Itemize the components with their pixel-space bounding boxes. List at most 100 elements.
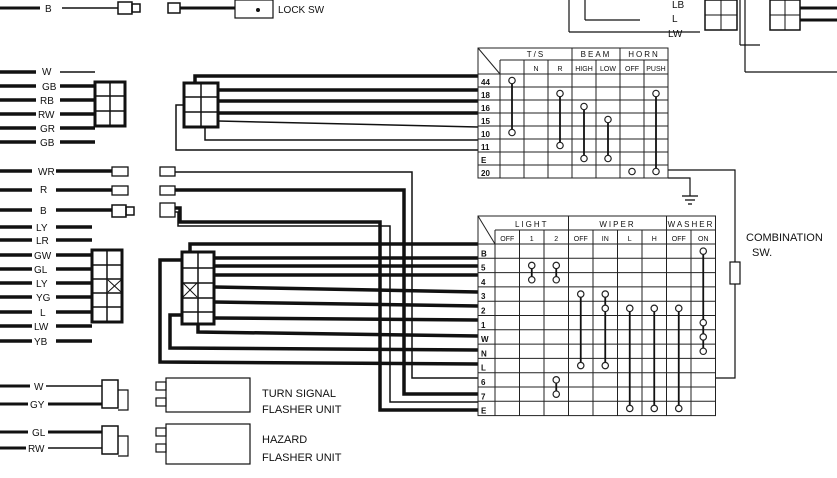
column-header: PUSH (646, 66, 665, 73)
row-label: W (481, 335, 489, 344)
switch-contact (604, 154, 612, 163)
wire-label-lw-2: LW (34, 322, 49, 333)
combination-switch-label: COMBINATION SW. (746, 232, 823, 259)
wire-label-l-top: L (672, 14, 678, 25)
group-header: T/S (527, 50, 545, 59)
row-label: 20 (481, 169, 490, 178)
switch-contact (625, 304, 634, 313)
column-header: N (533, 66, 538, 73)
switch-contact (552, 275, 561, 284)
wire-label-w-ts: W (34, 382, 44, 393)
switch-contact (527, 275, 536, 284)
group-header: WASHER (668, 220, 715, 229)
switch-contact (508, 76, 516, 85)
hazard-label-1: HAZARD (262, 434, 307, 446)
row-label: N (481, 349, 487, 358)
switch-contact (576, 290, 585, 298)
row-label: 10 (481, 130, 490, 139)
wire-label-lw-top: LW (668, 29, 683, 40)
wire-label-r: R (40, 185, 47, 196)
column-header: OFF (500, 236, 514, 243)
middle-wiring (158, 74, 741, 412)
row-label: E (481, 407, 487, 416)
switch-contact (601, 290, 610, 298)
row-label: 44 (481, 78, 490, 87)
lock-switch-label: LOCK SW (278, 5, 325, 16)
switch-contact (699, 333, 708, 341)
switch-contact (556, 89, 564, 98)
group-header: BEAM (581, 50, 612, 59)
row-label: 1 (481, 321, 486, 330)
left-wire-group-1: W GB RB RW GR GB (0, 67, 127, 149)
row-label: 16 (481, 104, 490, 113)
wire-label-lr: LR (36, 236, 49, 247)
table-diagonal (477, 215, 496, 245)
row-label: B (481, 249, 487, 258)
row-label: 11 (481, 143, 490, 152)
switch-contact (652, 167, 660, 176)
switch-contact (552, 376, 561, 384)
wire-label-gw: GW (34, 251, 52, 262)
column-header: LOW (600, 66, 616, 73)
switch-contact (674, 404, 683, 413)
row-label: 6 (481, 378, 486, 387)
switch-contact (552, 390, 561, 398)
hazard-flasher: GL RW HAZARD FLASHER UNIT (0, 423, 342, 465)
hazard-label-2: FLASHER UNIT (262, 452, 342, 464)
wire-label-yg: YG (36, 293, 51, 304)
switch-contact (552, 261, 561, 270)
group-header: HORN (628, 50, 660, 59)
table-diagonal (477, 47, 501, 75)
wire-label-rw-1: RW (38, 110, 55, 121)
row-label: 18 (481, 91, 490, 100)
switch-contact (699, 318, 708, 327)
group-header: LIGHT (515, 220, 549, 229)
column-header: HIGH (575, 66, 593, 73)
switch-contact (601, 361, 610, 370)
wire-label-b-top: B (45, 4, 52, 15)
switch-contact (601, 304, 610, 313)
switch-contact (699, 247, 708, 255)
switch-contact (628, 167, 636, 176)
wire-label-l: L (40, 308, 46, 319)
switch-contact (556, 141, 564, 150)
row-label: L (481, 364, 486, 373)
switch-contact (699, 347, 708, 356)
column-header: OFF (672, 236, 686, 243)
wire-label-rb: RB (40, 96, 54, 107)
group-header: WIPER (599, 220, 635, 229)
wire-label-w-1: W (42, 67, 52, 78)
column-header: 1 (530, 236, 534, 243)
wire-label-gy: GY (30, 400, 45, 411)
wire-label-ly-2: LY (36, 279, 48, 290)
turn-signal-label-1: TURN SIGNAL (262, 388, 336, 400)
switch-contact (674, 304, 683, 313)
row-label: E (481, 156, 487, 165)
left-wire-group-2: WR R B LY LR GW GL LY YG L LW YB (0, 166, 135, 348)
wire-label-gr: GR (40, 124, 55, 135)
wire-label-rw-hz: RW (28, 444, 45, 455)
switch-contact (650, 304, 659, 313)
switch-contact (625, 404, 634, 413)
combination-sw-label-2: SW. (752, 247, 772, 259)
column-header: OFF (625, 66, 639, 73)
switch-contact (508, 128, 516, 137)
column-header: OFF (574, 236, 588, 243)
wire-label-yb: YB (34, 337, 48, 348)
row-label: 3 (481, 292, 486, 301)
row-label: 5 (481, 264, 486, 273)
row-label: 2 (481, 307, 486, 316)
row-label: 7 (481, 392, 486, 401)
switch-contact (580, 102, 588, 111)
wire-label-b-2: B (40, 206, 47, 217)
wire-label-gb-2: GB (40, 138, 55, 149)
switch-contact (652, 89, 660, 98)
switch-contact (580, 154, 588, 163)
top-right-connector: LB L LW (568, 0, 837, 73)
column-header: R (557, 66, 562, 73)
switch-contact (650, 404, 659, 413)
column-header: H (652, 236, 657, 243)
